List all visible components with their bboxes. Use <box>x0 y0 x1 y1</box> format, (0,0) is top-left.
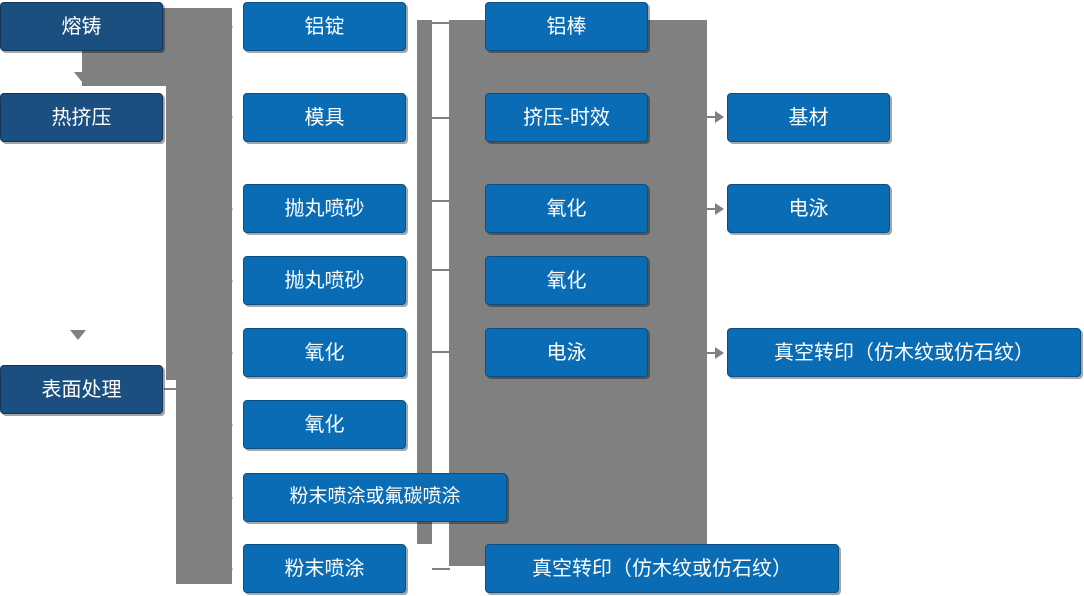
output-box-base-material-label: 基材 <box>788 106 829 129</box>
process-box-oxidation-1-label: 氧化 <box>546 197 587 220</box>
stage-box-melt-cast[interactable]: 熔铸 <box>0 2 163 51</box>
process-box-extrusion-aging[interactable]: 挤压-时效 <box>485 93 648 142</box>
arrow-to-mid-shot-blasting-2 <box>222 272 233 290</box>
process-box-extrusion-aging-label: 挤压-时效 <box>523 106 610 129</box>
arrow-to-out-electrophoresis <box>705 203 724 215</box>
tick-line-5 <box>432 351 450 353</box>
arrow-head <box>715 111 724 123</box>
output-box-vacuum-transfer[interactable]: 真空转印（仿木纹或仿石纹） <box>727 328 1081 377</box>
material-box-oxidation-1[interactable]: 氧化 <box>243 328 406 377</box>
process-box-aluminium-bar[interactable]: 铝棒 <box>485 2 648 51</box>
connector-stage-to-materials-body <box>166 8 232 380</box>
material-box-powder-or-fluorocarbon-spray-label: 粉末喷涂或氟碳喷涂 <box>289 486 461 508</box>
tick-line-3 <box>432 200 450 202</box>
arrow-to-mid-aluminium-ingot <box>222 18 233 36</box>
tick-line-6 <box>432 568 450 570</box>
stage-box-hot-extrusion-label: 热挤压 <box>51 106 112 129</box>
process-box-oxidation-2[interactable]: 氧化 <box>485 256 648 305</box>
material-box-powder-spray-label: 粉末喷涂 <box>284 557 365 580</box>
material-box-mould-label: 模具 <box>304 106 345 129</box>
process-box-electrophoresis[interactable]: 电泳 <box>485 328 648 377</box>
arrow-shaft <box>705 208 715 210</box>
process-box-oxidation-1[interactable]: 氧化 <box>485 184 648 233</box>
stage-box-surface-treatment[interactable]: 表面处理 <box>0 365 163 414</box>
output-box-electrophoresis[interactable]: 电泳 <box>727 184 890 233</box>
arrow-to-mid-oxidation-1 <box>222 344 233 362</box>
process-box-oxidation-2-label: 氧化 <box>546 269 587 292</box>
material-box-oxidation-2-label: 氧化 <box>304 413 345 436</box>
material-box-oxidation-1-label: 氧化 <box>304 341 345 364</box>
arrow-to-surface-treatment <box>70 330 86 340</box>
output-box-electrophoresis-label: 电泳 <box>788 197 829 220</box>
arrow-to-mid-mould <box>222 108 233 126</box>
material-box-shot-blasting-2[interactable]: 抛丸喷砂 <box>243 256 406 305</box>
tick-line-4 <box>432 269 450 271</box>
process-box-aluminium-bar-label: 铝棒 <box>546 15 587 38</box>
process-box-vacuum-transfer[interactable]: 真空转印（仿木纹或仿石纹） <box>485 544 839 593</box>
arrow-melt-cast-to-hot-extrusion <box>74 72 90 82</box>
material-box-shot-blasting-2-label: 抛丸喷砂 <box>284 269 365 292</box>
material-box-oxidation-2[interactable]: 氧化 <box>243 400 406 449</box>
material-box-powder-spray[interactable]: 粉末喷涂 <box>243 544 406 593</box>
connector-stage-to-materials-lower <box>176 366 232 584</box>
material-box-shot-blasting-1[interactable]: 抛丸喷砂 <box>243 184 406 233</box>
stage-box-hot-extrusion[interactable]: 热挤压 <box>0 93 163 142</box>
arrow-head <box>715 203 724 215</box>
connector-materials-bracket-bar <box>417 20 432 544</box>
tick-line-2 <box>432 117 450 119</box>
process-box-vacuum-transfer-label: 真空转印（仿木纹或仿石纹） <box>532 557 792 580</box>
arrow-to-out-base-material <box>705 111 724 123</box>
connector-surface-treatment-stub <box>164 388 190 390</box>
output-box-base-material[interactable]: 基材 <box>727 93 890 142</box>
arrow-to-out-vacuum-transfer <box>705 347 724 359</box>
arrow-shaft <box>705 352 715 354</box>
material-box-powder-or-fluorocarbon-spray[interactable]: 粉末喷涂或氟碳喷涂 <box>243 473 507 522</box>
arrow-head <box>715 347 724 359</box>
material-box-mould[interactable]: 模具 <box>243 93 406 142</box>
tick-line-1 <box>432 22 450 24</box>
material-box-aluminium-ingot[interactable]: 铝锭 <box>243 2 406 51</box>
material-box-shot-blasting-1-label: 抛丸喷砂 <box>284 197 365 220</box>
arrow-to-mid-powder-or-fluorocarbon-spray <box>222 489 233 507</box>
output-box-vacuum-transfer-label: 真空转印（仿木纹或仿石纹） <box>774 341 1034 364</box>
process-box-electrophoresis-label: 电泳 <box>546 341 587 364</box>
stage-box-melt-cast-label: 熔铸 <box>61 15 102 38</box>
arrow-to-mid-shot-blasting-1 <box>222 200 233 218</box>
arrow-to-mid-oxidation-2 <box>222 416 233 434</box>
material-box-aluminium-ingot-label: 铝锭 <box>304 15 345 38</box>
arrow-shaft <box>705 116 715 118</box>
stage-box-surface-treatment-label: 表面处理 <box>41 378 122 401</box>
arrow-to-mid-powder-spray <box>222 560 233 578</box>
